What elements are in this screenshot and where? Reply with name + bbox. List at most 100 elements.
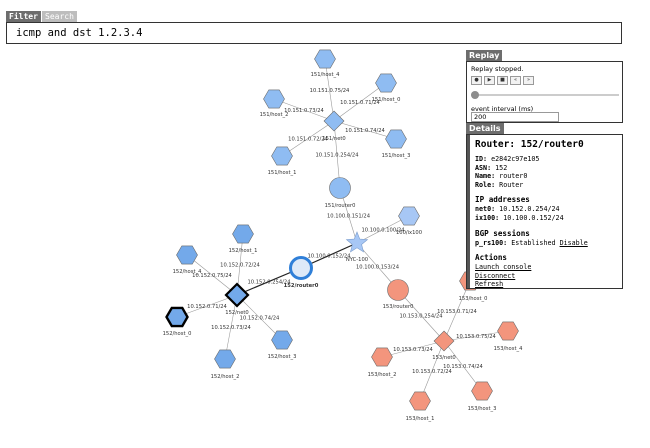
node-153-host-4[interactable]: 153/host_4 bbox=[494, 321, 523, 352]
router-circle[interactable] bbox=[329, 177, 351, 199]
host-hexagon[interactable] bbox=[471, 381, 493, 401]
skip-forward-icon[interactable]: » bbox=[523, 76, 534, 85]
host-hexagon[interactable] bbox=[165, 306, 189, 328]
tab-filter[interactable]: Filter bbox=[6, 11, 41, 22]
graph-edges: 10.151.0.75/2410.151.0.71/2410.151.0.73/… bbox=[176, 58, 509, 402]
host-hexagon[interactable] bbox=[398, 206, 420, 226]
edge-151-net0-151-host-1[interactable] bbox=[281, 120, 335, 157]
node-152-host-0[interactable]: 152/host_0 bbox=[163, 306, 192, 337]
router-circle-selected[interactable] bbox=[289, 256, 313, 280]
node-label: 100/ix100 bbox=[396, 230, 422, 236]
filter-input[interactable]: icmp and dst 1.2.3.4 bbox=[6, 22, 622, 44]
node-100-ix100[interactable]: 100/ix100 bbox=[396, 206, 422, 236]
node-152-host-2[interactable]: 152/host_2 bbox=[211, 349, 240, 380]
exchange-star-icon[interactable] bbox=[345, 231, 369, 253]
network-diamond[interactable] bbox=[224, 282, 250, 308]
details-accent-bar bbox=[467, 135, 470, 288]
node-label: 151/router0 bbox=[325, 203, 356, 209]
node-153-router0[interactable]: 153/router0 bbox=[383, 279, 414, 311]
disconnect-link[interactable]: Disconnect bbox=[475, 271, 516, 280]
edge-label: 10.153.0.72/24 bbox=[412, 369, 452, 375]
edge-label: 10.153.0.74/24 bbox=[443, 364, 483, 370]
replay-progress-knob[interactable] bbox=[471, 91, 479, 99]
node-153-host-1[interactable]: 153/host_1 bbox=[406, 391, 435, 422]
node-153-host-3[interactable]: 153/host_3 bbox=[468, 381, 497, 412]
node-151-host-2[interactable]: 151/host_2 bbox=[260, 89, 289, 118]
edge-100-ix100-nyc-100[interactable] bbox=[356, 215, 410, 244]
replay-panel: Replay stopped. ● ▶ ■ « » event interval… bbox=[466, 61, 623, 123]
host-hexagon[interactable] bbox=[176, 245, 198, 265]
edge-153-net0-153-host-1[interactable] bbox=[419, 340, 445, 402]
node-label: 152/net0 bbox=[225, 310, 248, 316]
host-hexagon[interactable] bbox=[263, 89, 285, 109]
node-label: 153/host_1 bbox=[406, 416, 435, 422]
edge-153-net0-153-host-0[interactable] bbox=[443, 280, 471, 342]
edge-153-router0-153-net0[interactable] bbox=[397, 289, 445, 342]
edge-label: 10.152.0.73/24 bbox=[211, 325, 251, 331]
node-151-host-1[interactable]: 151/host_1 bbox=[268, 146, 297, 176]
ip-row: ix100: 10.100.0.152/24 bbox=[475, 213, 564, 222]
host-hexagon[interactable] bbox=[232, 224, 254, 244]
node-label: 153/router0 bbox=[383, 304, 414, 310]
edge-151-net0-151-host-2[interactable] bbox=[273, 98, 335, 122]
node-nyc-100[interactable]: NYC-100 bbox=[345, 231, 369, 263]
bgp-session-row: p_rs100: Established Disable bbox=[475, 238, 588, 247]
node-151-host-4[interactable]: 151/host_4 bbox=[311, 49, 340, 78]
host-hexagon[interactable] bbox=[497, 321, 519, 341]
node-label: 153/host_3 bbox=[468, 406, 497, 412]
edge-151-net0-151-host-3[interactable] bbox=[333, 120, 397, 140]
launch-console-link[interactable]: Launch console bbox=[475, 263, 532, 272]
host-hexagon[interactable] bbox=[271, 146, 293, 166]
node-label: 152/host_0 bbox=[163, 331, 192, 337]
edge-153-net0-153-host-3[interactable] bbox=[443, 340, 483, 392]
network-diamond[interactable] bbox=[323, 110, 345, 132]
host-hexagon[interactable] bbox=[375, 73, 397, 93]
node-153-host-2[interactable]: 153/host_2 bbox=[368, 347, 397, 378]
detail-role: Role: Router bbox=[475, 180, 524, 189]
ip-heading: IP addresses bbox=[475, 195, 530, 205]
edge-152-net0-152-host-3[interactable] bbox=[236, 294, 283, 341]
node-152-router0[interactable]: 152/router0 bbox=[284, 256, 319, 290]
host-hexagon[interactable] bbox=[271, 330, 293, 350]
stop-icon[interactable]: ■ bbox=[497, 76, 508, 85]
edge-152-net0-152-host-0[interactable] bbox=[176, 294, 238, 318]
interval-input[interactable]: 200 bbox=[471, 112, 559, 122]
node-151-net0[interactable]: 151/net0 bbox=[322, 110, 346, 142]
skip-back-icon[interactable]: « bbox=[510, 76, 521, 85]
host-hexagon[interactable] bbox=[214, 349, 236, 369]
node-152-host-3[interactable]: 152/host_3 bbox=[268, 330, 297, 360]
node-label: 151/host_0 bbox=[372, 97, 401, 103]
node-153-net0[interactable]: 153/net0 bbox=[432, 330, 456, 361]
host-hexagon[interactable] bbox=[385, 129, 407, 149]
node-label: 153/host_2 bbox=[368, 372, 397, 378]
node-152-host-1[interactable]: 152/host_1 bbox=[229, 224, 258, 254]
ip-row: net0: 10.152.0.254/24 bbox=[475, 205, 560, 214]
host-hexagon[interactable] bbox=[314, 49, 336, 69]
edge-153-net0-153-host-2[interactable] bbox=[381, 340, 445, 358]
edge-152-net0-152-host-4[interactable] bbox=[186, 254, 238, 296]
node-152-net0[interactable]: 152/net0 bbox=[224, 282, 250, 316]
play-icon[interactable]: ▶ bbox=[484, 76, 495, 85]
router-circle[interactable] bbox=[387, 279, 409, 301]
edge-151-net0-151-host-0[interactable] bbox=[333, 82, 387, 122]
details-title: Router: 152/router0 bbox=[475, 139, 584, 150]
node-151-host-0[interactable]: 151/host_0 bbox=[372, 73, 401, 103]
edge-151-net0-151-host-4[interactable] bbox=[324, 58, 335, 122]
host-hexagon[interactable] bbox=[371, 347, 393, 367]
host-hexagon[interactable] bbox=[409, 391, 431, 411]
refresh-link[interactable]: Refresh bbox=[475, 280, 504, 289]
node-151-host-3[interactable]: 151/host_3 bbox=[382, 129, 411, 159]
node-152-host-4[interactable]: 152/host_4 bbox=[173, 245, 202, 275]
network-diamond[interactable] bbox=[433, 330, 455, 352]
edge-151-net0-151-router0[interactable] bbox=[333, 120, 341, 189]
record-icon[interactable]: ● bbox=[471, 76, 482, 85]
replay-progress-track[interactable] bbox=[471, 94, 619, 96]
edge-153-net0-153-host-4[interactable] bbox=[443, 330, 509, 342]
edge-label: 10.100.0.152/24 bbox=[308, 254, 352, 260]
interval-label: event interval (ms) bbox=[471, 105, 534, 113]
tab-search[interactable]: Search bbox=[42, 11, 77, 22]
disable-session-link[interactable]: Disable bbox=[559, 238, 588, 247]
edge-152-net0-152-host-2[interactable] bbox=[224, 294, 238, 360]
node-151-router0[interactable]: 151/router0 bbox=[325, 177, 356, 210]
